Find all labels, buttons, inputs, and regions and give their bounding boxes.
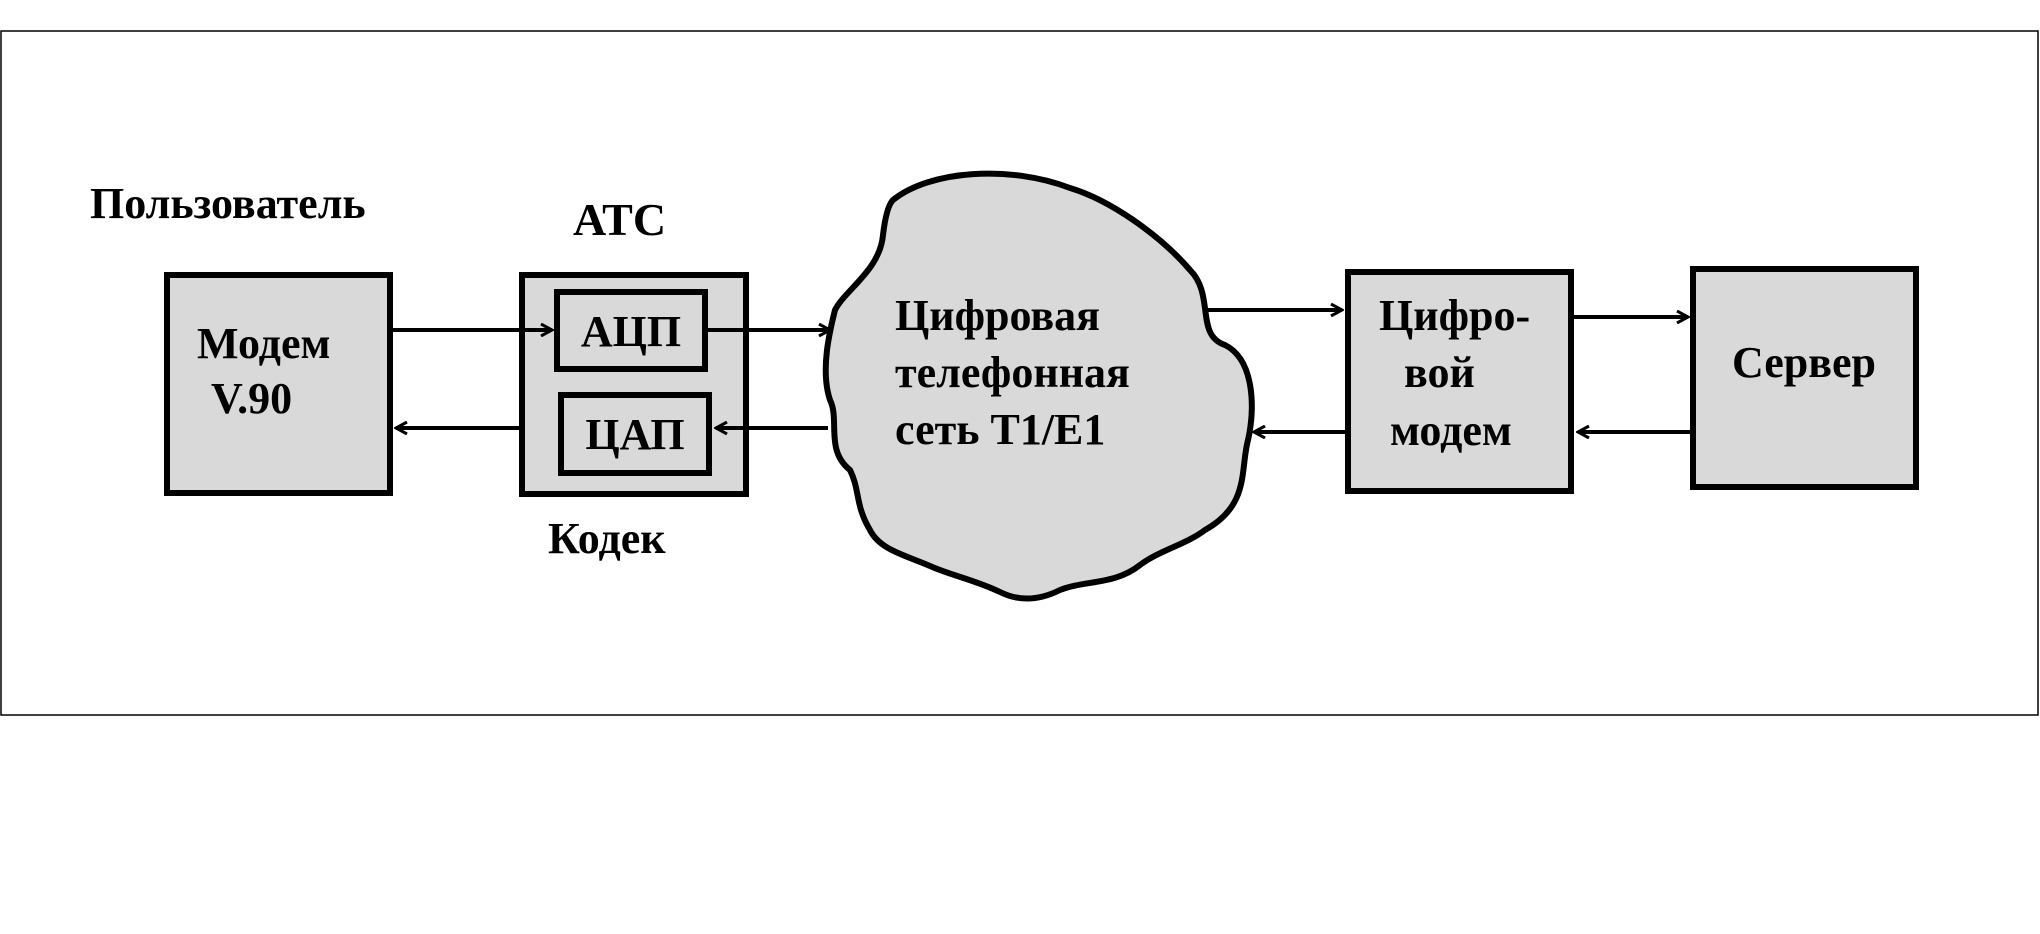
modem-label-line1: Модем <box>197 319 330 368</box>
user-label: Пользователь <box>90 179 366 228</box>
network-label-line2: телефонная <box>895 348 1130 397</box>
adc-label: АЦП <box>581 307 681 356</box>
server-label: Сервер <box>1732 338 1876 387</box>
digital-modem-label-line3: модем <box>1390 406 1512 455</box>
dac-label: ЦАП <box>585 410 684 459</box>
network-cloud: Цифровая телефонная сеть T1/E1 <box>822 170 1255 602</box>
digital-modem-block: Цифро- вой модем <box>1345 269 1574 494</box>
codec-block: АЦП ЦАП <box>519 272 749 497</box>
dac-block: ЦАП <box>558 392 712 476</box>
digital-modem-label-line1: Цифро- <box>1379 291 1530 340</box>
adc-block: АЦП <box>554 289 708 372</box>
network-label-line3: сеть T1/E1 <box>895 405 1105 454</box>
modem-label-line2: V.90 <box>211 374 292 423</box>
codec-label: Кодек <box>548 514 666 563</box>
server-block: Сервер <box>1690 266 1919 490</box>
modem-block: Модем V.90 <box>164 272 393 496</box>
digital-modem-label-line2: вой <box>1404 348 1475 397</box>
ats-label: АТС <box>573 194 666 245</box>
network-label-line1: Цифровая <box>895 291 1100 340</box>
